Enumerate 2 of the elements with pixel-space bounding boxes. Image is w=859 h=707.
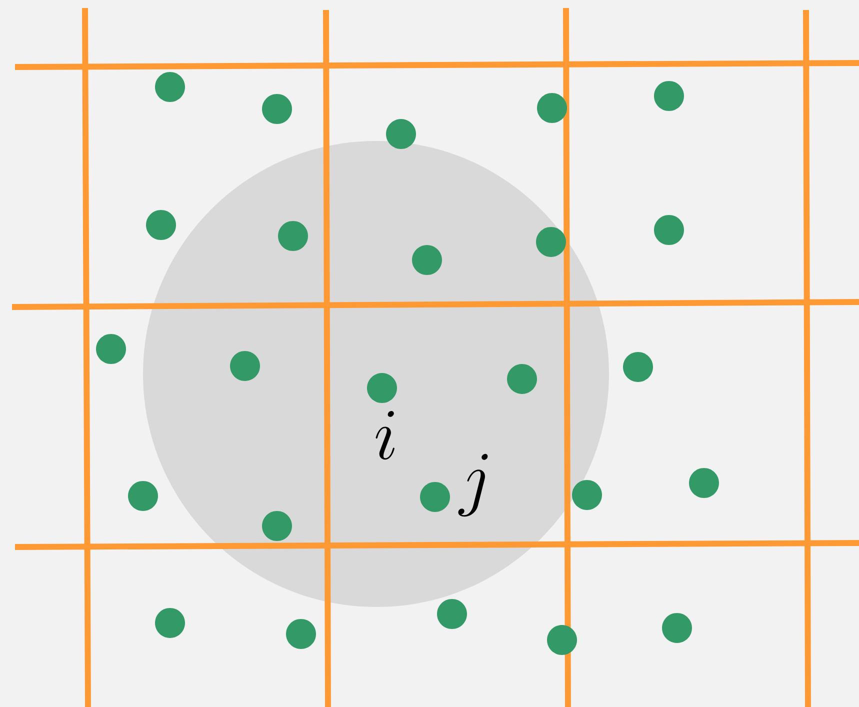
index-label: $i$ <box>376 410 394 460</box>
index-label: $j$ <box>458 454 488 517</box>
